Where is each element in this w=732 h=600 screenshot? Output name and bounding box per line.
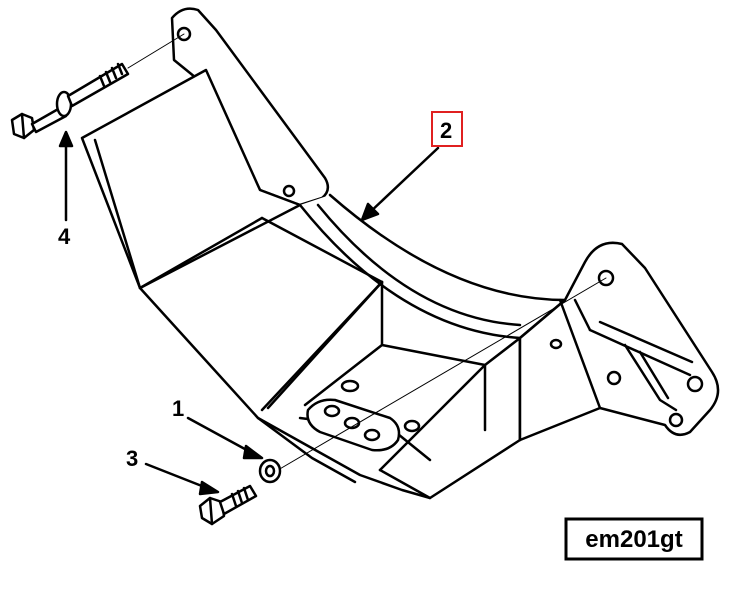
assembly-axis-line-top [127, 33, 185, 69]
bracket-right-arm [518, 241, 720, 442]
bolt-upper [10, 62, 130, 140]
bracket-left-plate [80, 68, 302, 290]
bracket-base [138, 216, 522, 500]
figure-id-label: em201gt [585, 526, 682, 553]
bracket-saddle [298, 193, 567, 340]
callout-label-1: 1 [172, 396, 184, 421]
assembly-axis-line [277, 277, 607, 471]
washer-lower [258, 458, 282, 484]
callout-label-3: 3 [126, 446, 138, 471]
leader-arrow-1 [186, 416, 256, 456]
figure-id-box: em201gt [564, 517, 704, 561]
callout-label-4: 4 [58, 224, 71, 249]
leader-arrows [58, 130, 440, 496]
bolt-lower [198, 484, 258, 526]
callout-label-2: 2 [440, 118, 452, 143]
callout-2-highlight-box [431, 111, 463, 147]
leader-arrow-2 [366, 146, 440, 216]
mounting-pad [306, 338, 563, 452]
